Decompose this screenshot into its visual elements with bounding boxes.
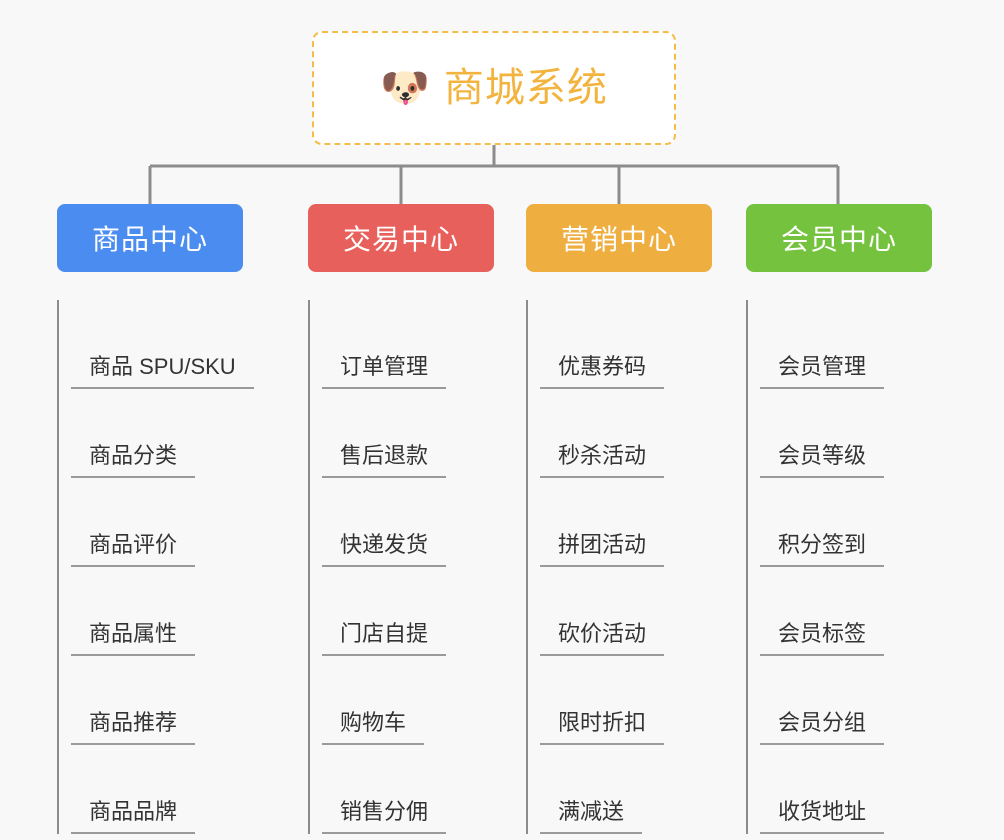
leaf-list-3: 会员管理 会员等级 积分签到 会员标签 会员分组 收货地址 (746, 300, 932, 834)
branch-交易中心: 交易中心 订单管理 售后退款 快递发货 门店自提 购物车 销售分佣 (308, 204, 494, 834)
leaf-item[interactable]: 商品品牌 (71, 745, 243, 834)
leaf-label: 商品品牌 (71, 799, 196, 834)
leaf-list-0: 商品 SPU/SKU 商品分类 商品评价 商品属性 商品推荐 商品品牌 (57, 300, 254, 834)
branch-商品中心: 商品中心 商品 SPU/SKU 商品分类 商品评价 商品属性 商品推荐 商品品牌 (57, 204, 254, 834)
leaf-item[interactable]: 快递发货 (322, 478, 494, 567)
leaf-list-2: 优惠券码 秒杀活动 拼团活动 砍价活动 限时折扣 满减送 (526, 300, 712, 834)
leaf-item[interactable]: 销售分佣 (322, 745, 494, 834)
leaf-item[interactable]: 砍价活动 (540, 567, 712, 656)
leaf-item[interactable]: 限时折扣 (540, 656, 712, 745)
leaf-label: 订单管理 (322, 354, 447, 389)
leaf-item[interactable]: 会员管理 (760, 300, 932, 389)
leaf-label: 商品 SPU/SKU (71, 354, 254, 389)
leaf-item[interactable]: 订单管理 (322, 300, 494, 389)
leaf-label: 会员管理 (760, 354, 885, 389)
root-node[interactable]: 🐶 商城系统 (312, 31, 676, 145)
leaf-item[interactable]: 会员分组 (760, 656, 932, 745)
leaf-label: 售后退款 (322, 443, 447, 478)
leaf-item[interactable]: 商品评价 (71, 478, 243, 567)
leaf-label: 销售分佣 (322, 799, 447, 834)
leaf-item[interactable]: 拼团活动 (540, 478, 712, 567)
leaf-label: 会员分组 (760, 710, 885, 745)
leaf-item[interactable]: 优惠券码 (540, 300, 712, 389)
leaf-spine-0 (57, 300, 59, 834)
leaf-label: 购物车 (322, 710, 425, 745)
leaf-label: 拼团活动 (540, 532, 665, 567)
leaf-label: 商品评价 (71, 532, 196, 567)
leaf-item[interactable]: 积分签到 (760, 478, 932, 567)
branch-会员中心: 会员中心 会员管理 会员等级 积分签到 会员标签 会员分组 收货地址 (746, 204, 932, 834)
shiba-dog-emoji: 🐶 (380, 66, 430, 110)
leaf-label: 优惠券码 (540, 354, 665, 389)
leaf-item[interactable]: 商品 SPU/SKU (71, 300, 254, 389)
leaf-label: 会员等级 (760, 443, 885, 478)
leaf-label: 门店自提 (322, 621, 447, 656)
leaf-item[interactable]: 售后退款 (322, 389, 494, 478)
leaf-label: 会员标签 (760, 621, 885, 656)
leaf-list-1: 订单管理 售后退款 快递发货 门店自提 购物车 销售分佣 (308, 300, 494, 834)
leaf-item[interactable]: 秒杀活动 (540, 389, 712, 478)
leaf-item[interactable]: 商品推荐 (71, 656, 243, 745)
leaf-item[interactable]: 商品分类 (71, 389, 243, 478)
branch-header-0[interactable]: 商品中心 (57, 204, 243, 272)
leaf-item[interactable]: 会员标签 (760, 567, 932, 656)
branch-营销中心: 营销中心 优惠券码 秒杀活动 拼团活动 砍价活动 限时折扣 满减送 (526, 204, 712, 834)
leaf-label: 积分签到 (760, 532, 885, 567)
leaf-label: 商品分类 (71, 443, 196, 478)
leaf-item[interactable]: 会员等级 (760, 389, 932, 478)
leaf-label: 满减送 (540, 799, 643, 834)
leaf-label: 收货地址 (760, 799, 885, 834)
branch-header-3[interactable]: 会员中心 (746, 204, 932, 272)
leaf-item[interactable]: 收货地址 (760, 745, 932, 834)
leaf-label: 商品属性 (71, 621, 196, 656)
leaf-spine-2 (526, 300, 528, 834)
leaf-label: 商品推荐 (71, 710, 196, 745)
leaf-spine-3 (746, 300, 748, 834)
leaf-label: 快递发货 (322, 532, 447, 567)
leaf-spine-1 (308, 300, 310, 834)
leaf-item[interactable]: 满减送 (540, 745, 712, 834)
leaf-item[interactable]: 购物车 (322, 656, 494, 745)
branch-header-1[interactable]: 交易中心 (308, 204, 494, 272)
branch-header-2[interactable]: 营销中心 (526, 204, 712, 272)
leaf-item[interactable]: 门店自提 (322, 567, 494, 656)
leaf-item[interactable]: 商品属性 (71, 567, 243, 656)
leaf-label: 砍价活动 (540, 621, 665, 656)
leaf-label: 秒杀活动 (540, 443, 665, 478)
root-title: 商城系统 (443, 66, 608, 110)
leaf-label: 限时折扣 (540, 710, 665, 745)
